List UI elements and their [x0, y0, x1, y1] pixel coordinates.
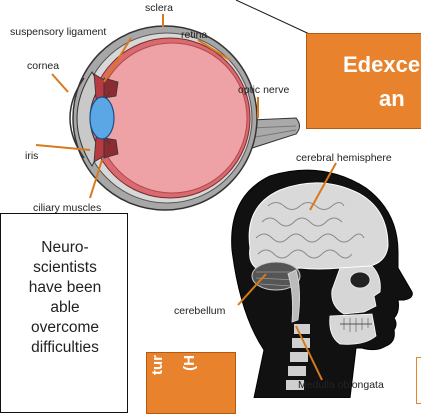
- label-cerebral-hemisphere: cerebral hemisphere: [296, 153, 392, 164]
- vertical-text-1: tur: [149, 355, 166, 375]
- text-line: Neuro-: [1, 238, 129, 258]
- label-medulla-oblongata: Medulla oblongata: [298, 380, 384, 391]
- vertical-text-2: (H: [181, 355, 198, 371]
- text-line: able: [1, 298, 129, 318]
- label-cerebellum: cerebellum: [174, 306, 225, 317]
- text-line: scientists: [1, 258, 129, 278]
- text-line: overcome: [1, 318, 129, 338]
- corner-box: [416, 357, 421, 404]
- text-line: difficulties: [1, 338, 129, 358]
- vertical-text-box: tur (H: [146, 352, 236, 414]
- text-line: have been: [1, 278, 129, 298]
